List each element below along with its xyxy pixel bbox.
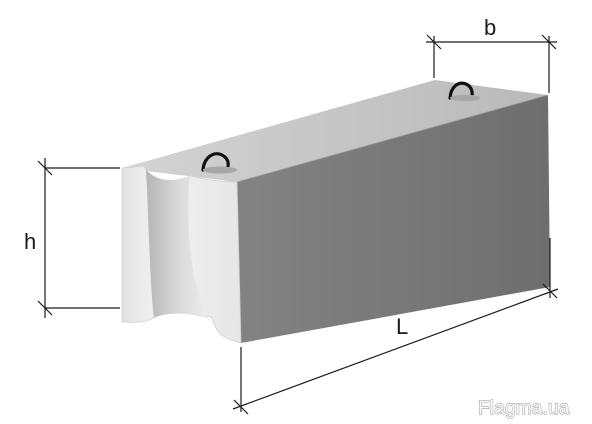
lifting-loop-base [203, 166, 237, 174]
block-front-face [237, 95, 550, 343]
length-dimension [232, 238, 559, 415]
width-label: b [484, 15, 496, 40]
watermark-text: Flagma.ua [478, 398, 570, 419]
length-label: L [396, 314, 408, 339]
block-top-face [122, 80, 548, 182]
lifting-loop-base [450, 94, 480, 102]
height-dimension [37, 158, 120, 318]
lifting-loop-icon [201, 152, 230, 172]
height-label: h [24, 229, 36, 254]
block-top-edge [236, 94, 549, 183]
block-end-groove [146, 170, 210, 320]
lifting-loop-icon [448, 81, 474, 100]
width-dimension [426, 34, 557, 93]
